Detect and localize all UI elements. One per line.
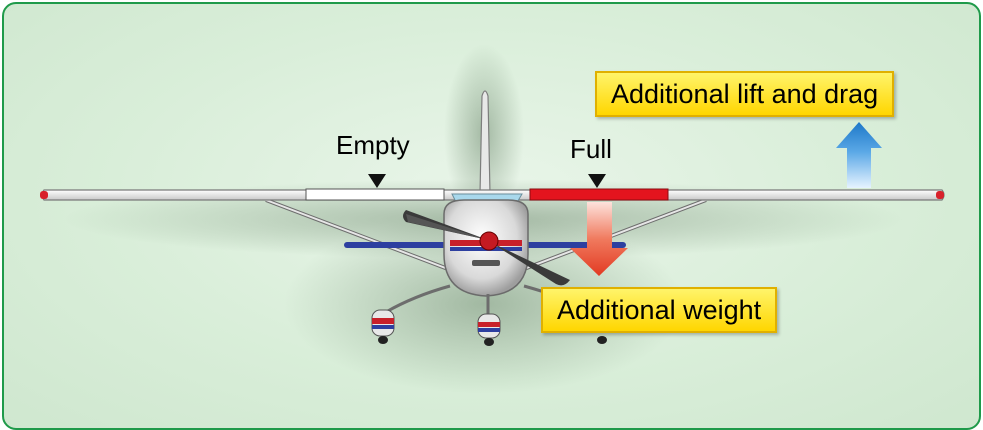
full-label: Full — [570, 134, 612, 164]
empty-label: Empty — [336, 130, 410, 160]
airplane-front-view — [40, 44, 945, 394]
propeller — [403, 210, 570, 286]
weight-arrow-icon — [570, 202, 628, 276]
left-wheel — [371, 309, 395, 344]
full-marker-icon — [588, 174, 606, 188]
full-tank — [529, 188, 669, 201]
weight-callout: Additional weight — [541, 287, 778, 333]
nose-wheel — [477, 313, 501, 346]
lift-drag-callout: Additional lift and drag — [595, 71, 895, 117]
right-wheel — [597, 336, 607, 344]
empty-marker-icon — [368, 174, 386, 188]
empty-tank — [305, 188, 445, 201]
lift-arrow-icon — [836, 122, 882, 188]
